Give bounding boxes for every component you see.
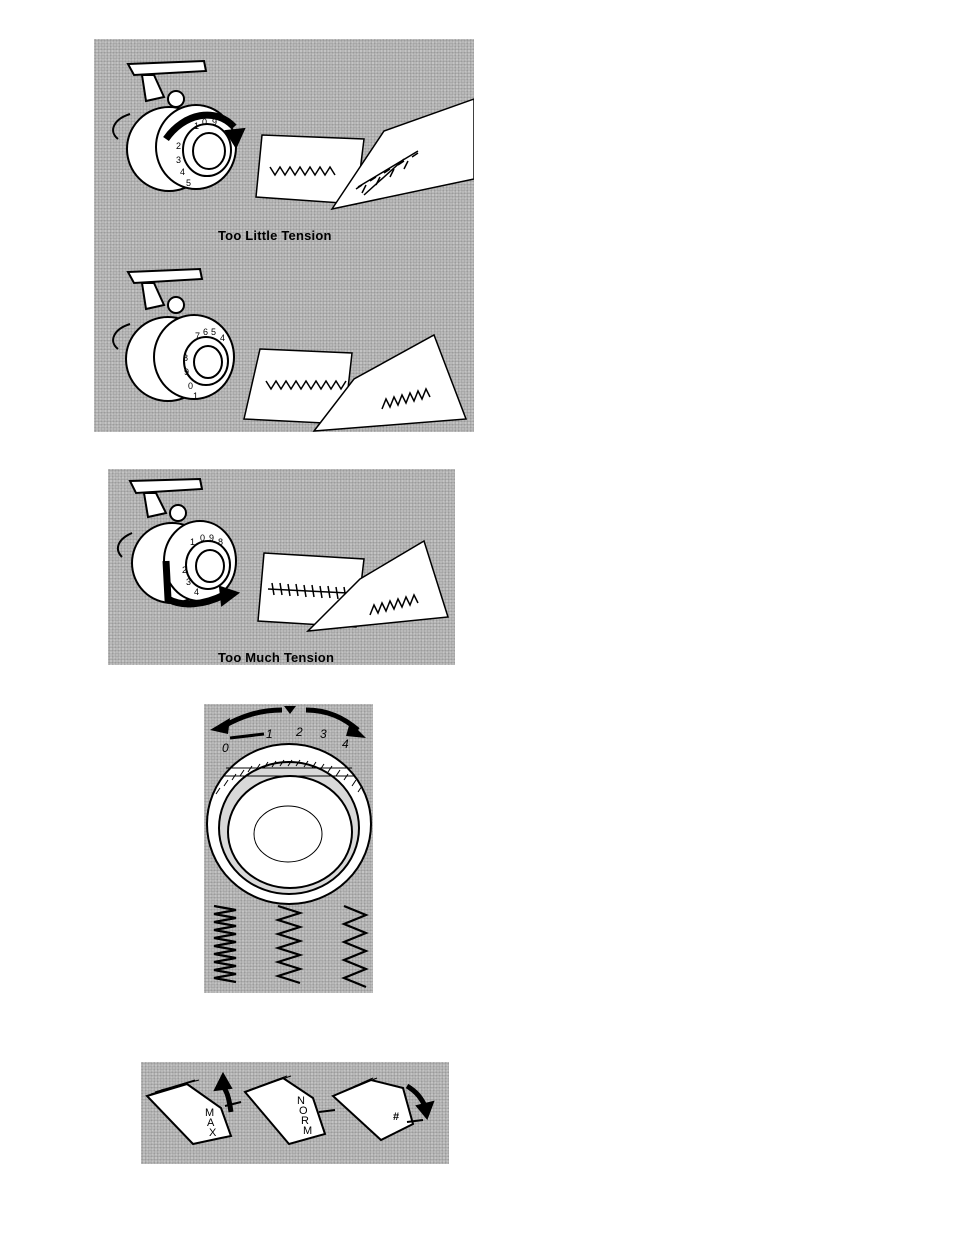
lever-norm bbox=[245, 1076, 335, 1144]
fabric-sample-bottom bbox=[244, 335, 466, 431]
svg-text:0: 0 bbox=[222, 741, 229, 755]
svg-text:0: 0 bbox=[202, 117, 207, 127]
tension-assembly-top bbox=[113, 61, 244, 191]
svg-text:5: 5 bbox=[186, 178, 191, 188]
svg-text:6: 6 bbox=[203, 327, 208, 337]
lever-positions-panel: M A X N O R M # bbox=[141, 1062, 449, 1164]
decrease-arrow-icon bbox=[224, 710, 282, 726]
lever-max bbox=[147, 1074, 241, 1144]
svg-text:4: 4 bbox=[180, 167, 185, 177]
svg-text:2: 2 bbox=[182, 565, 187, 575]
svg-text:1: 1 bbox=[266, 727, 273, 741]
svg-text:M: M bbox=[303, 1125, 312, 1137]
svg-text:0: 0 bbox=[200, 533, 205, 543]
stitch-dial-drawing: 0 1 2 3 4 bbox=[204, 704, 373, 993]
svg-text:2: 2 bbox=[295, 725, 303, 739]
svg-text:3: 3 bbox=[320, 727, 327, 741]
svg-text:9: 9 bbox=[184, 367, 189, 377]
fabric-sample-top bbox=[256, 99, 474, 209]
svg-text:8: 8 bbox=[218, 537, 223, 547]
svg-text:4: 4 bbox=[194, 587, 199, 597]
svg-text:2: 2 bbox=[176, 141, 181, 151]
svg-text:1: 1 bbox=[193, 391, 198, 401]
caption-too-little-tension: Too Little Tension bbox=[218, 228, 332, 243]
svg-text:X: X bbox=[209, 1127, 217, 1139]
svg-text:1: 1 bbox=[194, 121, 199, 131]
fabric-sample-too-much bbox=[258, 541, 448, 631]
svg-text:#: # bbox=[393, 1111, 399, 1123]
zigzag-stitch-samples bbox=[214, 906, 366, 987]
stitch-dial bbox=[207, 744, 371, 904]
svg-text:3: 3 bbox=[176, 155, 181, 165]
stitch-dial-panel: 0 1 2 3 4 bbox=[204, 704, 373, 993]
svg-text:1: 1 bbox=[190, 537, 195, 547]
lever-drawing: M A X N O R M # bbox=[141, 1062, 449, 1164]
tension-illustration-panel: 5 4 3 2 1 0 9 7 6 5 bbox=[94, 39, 474, 432]
too-much-tension-panel: 4 3 2 1 0 9 8 Too Much Tension bbox=[108, 469, 455, 665]
svg-text:9: 9 bbox=[212, 117, 217, 127]
indicator-arrow-icon bbox=[284, 706, 296, 714]
too-much-tension-drawing: 4 3 2 1 0 9 8 bbox=[108, 469, 455, 665]
svg-text:4: 4 bbox=[342, 737, 349, 751]
svg-text:7: 7 bbox=[195, 331, 200, 341]
lever-fine bbox=[333, 1078, 433, 1140]
svg-text:0: 0 bbox=[188, 381, 193, 391]
caption-too-much-tension: Too Much Tension bbox=[218, 650, 334, 665]
svg-text:3: 3 bbox=[186, 577, 191, 587]
svg-text:4: 4 bbox=[220, 333, 225, 343]
svg-text:5: 5 bbox=[211, 327, 216, 337]
svg-text:9: 9 bbox=[209, 533, 214, 543]
svg-text:8: 8 bbox=[183, 353, 188, 363]
